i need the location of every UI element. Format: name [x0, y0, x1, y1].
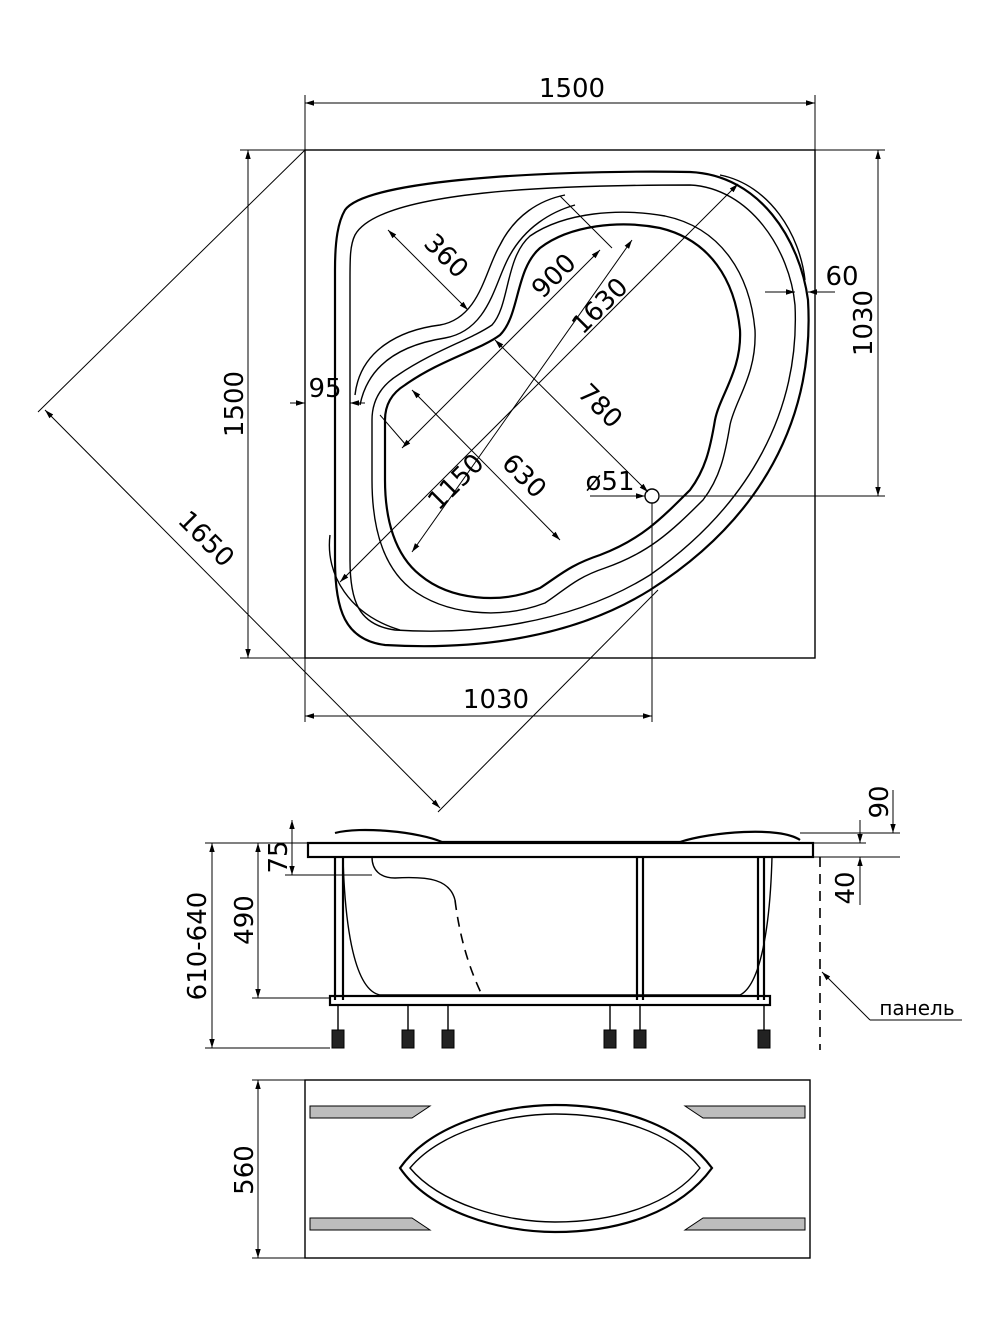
headrest-outline-inner	[359, 204, 576, 406]
panel-label: панель	[879, 996, 954, 1020]
dim-inner-length-label: 900	[526, 248, 582, 304]
dim-inner-width-label: 630	[495, 448, 551, 504]
dim-line-bowl-length	[339, 183, 739, 583]
tub-outer-rim	[333, 170, 810, 648]
panel-oval	[398, 1103, 714, 1234]
dim-overall-height-label: 610-640	[183, 892, 213, 1001]
dim-line-inner-width	[411, 389, 561, 541]
top-view-outline	[304, 149, 816, 659]
dim-drain-label: ø51	[586, 467, 635, 497]
side-feet	[331, 1005, 771, 1049]
seat-arc-right	[719, 174, 806, 281]
panel-oval-inner	[409, 1113, 701, 1223]
dim-headrest-label: 360	[417, 228, 473, 284]
panel-outline	[304, 1079, 811, 1259]
tub-rim-inner	[349, 184, 797, 632]
headrest-outline	[354, 194, 566, 396]
dim-line-inner-depth	[494, 339, 649, 493]
side-legs	[333, 857, 766, 1000]
dim-height-label: 1500	[220, 371, 250, 437]
side-headrest	[371, 856, 456, 901]
side-frame	[328, 994, 772, 1007]
dim-width-label: 1500	[539, 74, 605, 104]
dim-bowl-length-label: 1630	[566, 272, 634, 340]
dim-inner-depth-label: 780	[571, 378, 627, 434]
dim-panel-height-label: 560	[230, 1145, 260, 1195]
side-view: 610-640 490 75 90 40 панель	[183, 785, 962, 1050]
dim-line-diagonal	[44, 409, 441, 809]
top-view: 1500 1500 1650 1030 1030 1630 1150 900	[37, 74, 885, 813]
dim-rim-right-label: 40	[831, 871, 861, 904]
panel-view: 560	[230, 1079, 811, 1259]
side-backrest-dash	[454, 899, 483, 996]
dim-bottom-side-label: 1030	[463, 685, 529, 715]
dim-diagonal-label: 1650	[172, 505, 240, 573]
side-rim	[306, 841, 815, 859]
dim-rim-top-label: 75	[264, 840, 294, 873]
dim-rim-right-label: 60	[825, 262, 858, 292]
dim-top-right-label: 90	[865, 785, 895, 818]
side-rim-top	[334, 828, 801, 844]
dim-depth-label: 490	[230, 895, 260, 945]
dim-line-headrest	[387, 229, 469, 311]
dim-rim-left-label: 95	[308, 374, 341, 404]
panel-decor-bars	[309, 1105, 806, 1231]
panel-leader-line	[821, 971, 871, 1021]
dim-right-side-label: 1030	[849, 290, 879, 356]
